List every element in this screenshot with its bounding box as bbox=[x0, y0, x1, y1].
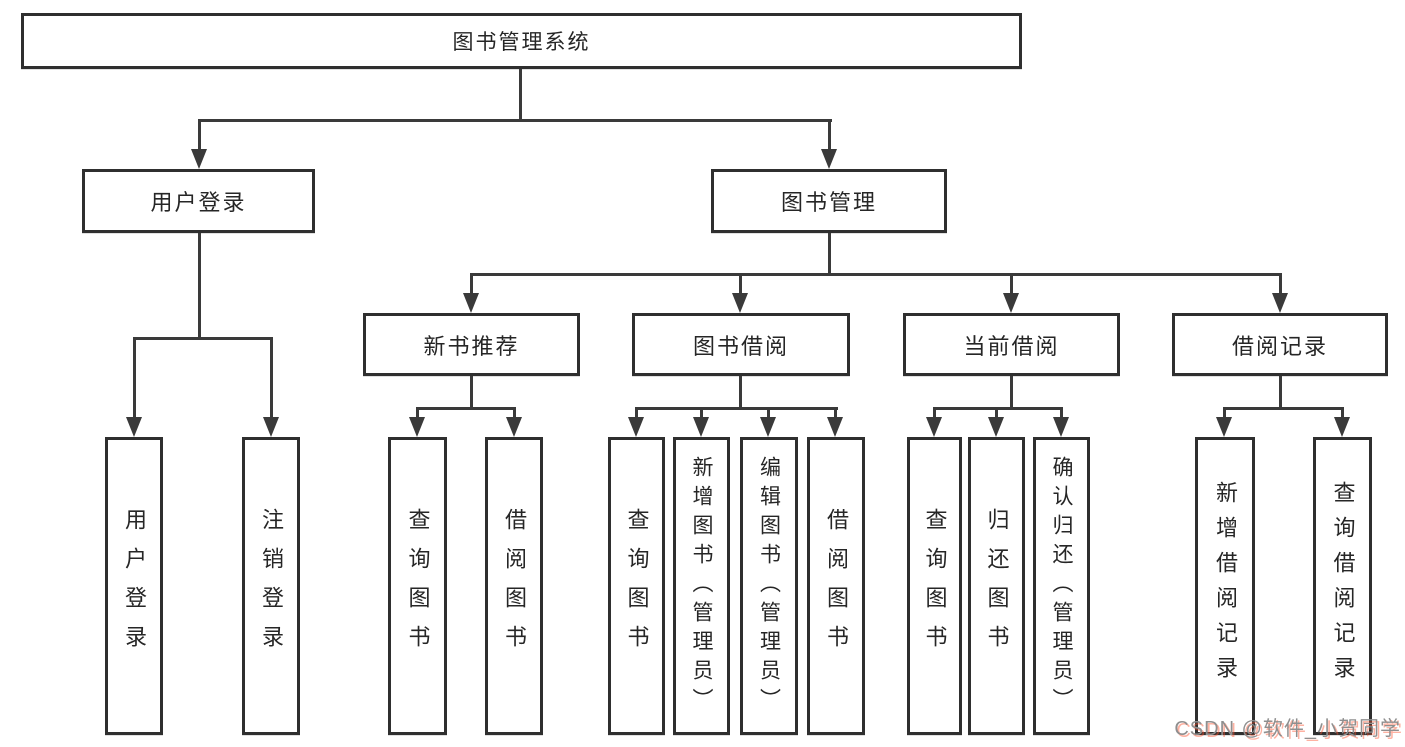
connector-line bbox=[416, 407, 516, 410]
arrow-down-icon bbox=[409, 417, 425, 437]
node-current-borrow: 当前借阅 bbox=[903, 313, 1120, 376]
connector-line bbox=[198, 121, 201, 151]
arrow-down-icon bbox=[988, 417, 1004, 437]
leaf-logout: 注销登录 bbox=[242, 437, 300, 735]
arrow-down-icon bbox=[506, 417, 522, 437]
connector-line bbox=[834, 410, 837, 418]
arrow-down-icon bbox=[827, 417, 843, 437]
arrow-down-icon bbox=[693, 417, 709, 437]
arrow-down-icon bbox=[628, 417, 644, 437]
arrow-down-icon bbox=[1216, 417, 1232, 437]
connector-line bbox=[767, 410, 770, 418]
arrow-down-icon bbox=[191, 149, 207, 169]
leaf-user-login: 用户登录 bbox=[105, 437, 163, 735]
connector-line bbox=[635, 410, 638, 418]
leaf-add-books-admin: 新增图书（管理员） bbox=[673, 437, 730, 735]
node-new-book-recommend: 新书推荐 bbox=[363, 313, 580, 376]
leaf-confirm-return-admin: 确认归还（管理员） bbox=[1033, 437, 1090, 735]
arrow-down-icon bbox=[732, 293, 748, 313]
leaf-borrow-books-recommend: 借阅图书 bbox=[485, 437, 543, 735]
connector-line bbox=[513, 410, 516, 418]
leaf-borrow-books: 借阅图书 bbox=[807, 437, 865, 735]
connector-line bbox=[1279, 276, 1282, 294]
arrow-down-icon bbox=[263, 417, 279, 437]
connector-line bbox=[198, 119, 832, 122]
connector-line bbox=[470, 273, 1282, 276]
connector-line bbox=[1223, 407, 1344, 410]
connector-line bbox=[470, 276, 473, 294]
connector-line bbox=[1341, 410, 1344, 418]
connector-line bbox=[133, 337, 273, 340]
connector-line bbox=[1060, 410, 1063, 418]
connector-line bbox=[828, 233, 831, 276]
connector-line bbox=[1010, 376, 1013, 410]
arrow-down-icon bbox=[1272, 293, 1288, 313]
leaf-add-borrow-record: 新增借阅记录 bbox=[1195, 437, 1255, 735]
leaf-query-books-recommend: 查询图书 bbox=[388, 437, 447, 735]
connector-line bbox=[635, 407, 838, 410]
arrow-down-icon bbox=[821, 149, 837, 169]
connector-line bbox=[1010, 276, 1013, 294]
connector-line bbox=[995, 410, 998, 418]
node-book-management: 图书管理 bbox=[711, 169, 947, 233]
connector-line bbox=[1223, 410, 1226, 418]
csdn-watermark: CSDN @软件_小贺同学 bbox=[1174, 718, 1401, 740]
arrow-down-icon bbox=[463, 293, 479, 313]
node-book-borrow: 图书借阅 bbox=[632, 313, 850, 376]
leaf-query-books-borrow: 查询图书 bbox=[608, 437, 665, 735]
leaf-return-books: 归还图书 bbox=[968, 437, 1025, 735]
connector-line bbox=[133, 340, 136, 418]
connector-line bbox=[828, 121, 831, 151]
arrow-down-icon bbox=[760, 417, 776, 437]
arrow-down-icon bbox=[126, 417, 142, 437]
arrow-down-icon bbox=[1053, 417, 1069, 437]
node-root-system: 图书管理系统 bbox=[21, 13, 1022, 69]
leaf-edit-books-admin: 编辑图书（管理员） bbox=[740, 437, 798, 735]
connector-line bbox=[739, 276, 742, 294]
connector-line bbox=[739, 376, 742, 410]
arrow-down-icon bbox=[1003, 293, 1019, 313]
connector-line bbox=[933, 407, 1063, 410]
connector-line bbox=[416, 410, 419, 418]
connector-line bbox=[1279, 376, 1282, 410]
node-borrow-records: 借阅记录 bbox=[1172, 313, 1388, 376]
node-user-login: 用户登录 bbox=[82, 169, 315, 233]
connector-line bbox=[519, 69, 522, 119]
connector-line bbox=[270, 340, 273, 418]
connector-line bbox=[470, 376, 473, 410]
leaf-query-books-current: 查询图书 bbox=[907, 437, 962, 735]
connector-line bbox=[198, 233, 201, 339]
connector-line bbox=[933, 410, 936, 418]
arrow-down-icon bbox=[926, 417, 942, 437]
arrow-down-icon bbox=[1334, 417, 1350, 437]
leaf-query-borrow-record: 查询借阅记录 bbox=[1313, 437, 1372, 735]
connector-line bbox=[700, 410, 703, 418]
